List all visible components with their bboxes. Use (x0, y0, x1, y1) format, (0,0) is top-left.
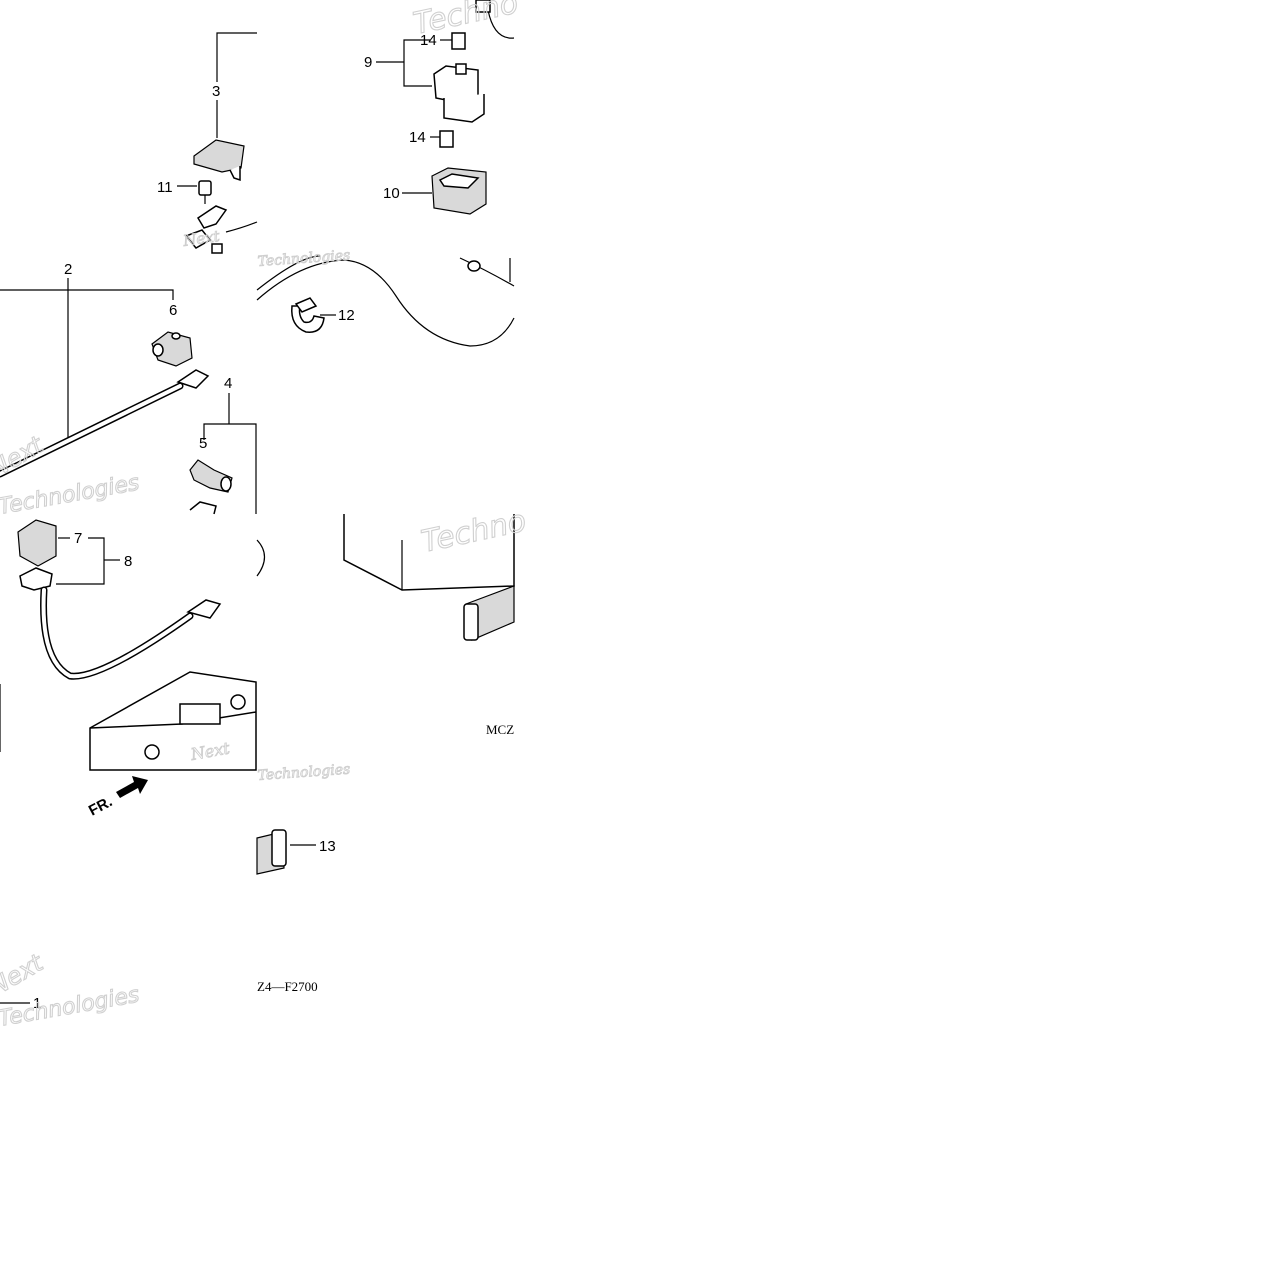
part-terminal-4 (189, 501, 217, 515)
part-battery-post-b (144, 744, 160, 760)
leader-9-bracket (403, 39, 432, 87)
callout-3: 3 (212, 83, 220, 100)
front-arrow-label: FR. (86, 793, 115, 819)
tile-top-right: 9 14 14 10 (364, 0, 515, 215)
wire-top-left (225, 221, 258, 233)
part-terminal (184, 229, 212, 249)
part-battery-post-a (230, 694, 246, 710)
front-arrow-icon (116, 776, 148, 798)
part-fuse-14a (451, 32, 466, 50)
part-wire-end (467, 260, 481, 272)
part-cap-7 (17, 519, 57, 567)
watermark-next-b: Next (0, 948, 49, 1001)
part-band-13-buckle (271, 829, 287, 867)
leader-3 (216, 32, 257, 82)
part-cap-6-hole (152, 343, 164, 357)
part-nut (211, 243, 223, 254)
part-cable-2-lug (176, 369, 210, 389)
wire-main-b (256, 255, 321, 291)
part-relay-9-pin (455, 63, 467, 75)
part-battery-recess (179, 703, 221, 725)
part-band-buckle (463, 603, 479, 641)
leader-8-bracket (56, 537, 105, 585)
tile-top-left: 3 11 (157, 32, 258, 254)
tile-bottom-center: 13 Z4—F2700 (256, 829, 336, 994)
callout-7: 7 (74, 530, 82, 547)
watermark-next-a: Next (0, 430, 49, 483)
cable-2-inner (0, 384, 182, 476)
callout-5: 5 (199, 435, 207, 452)
part-clamp-12 (291, 305, 325, 333)
part-clamp-12-tab (294, 297, 318, 313)
wire-right (459, 257, 515, 287)
part-cap-6-top (171, 332, 181, 340)
leader-4-bracket (203, 423, 257, 514)
callout-13: 13 (319, 838, 336, 855)
part-bolt-11 (198, 180, 212, 196)
part-terminal-8 (19, 567, 53, 591)
callout-9: 9 (364, 54, 372, 71)
tile-lower-left: 7 8 (0, 519, 266, 771)
callout-2: 2 (64, 261, 72, 278)
cable-8-inner (41, 588, 192, 679)
part-cap-6 (151, 331, 193, 367)
wire-curl (256, 539, 266, 577)
part-connector-top (475, 0, 491, 13)
tile-middle-center: 4 5 (189, 375, 257, 515)
watermark-mid-top: Technologies (257, 248, 351, 270)
callout-14a: 14 (420, 32, 437, 49)
callout-12: 12 (338, 307, 355, 324)
callout-1: 1 (33, 995, 41, 1012)
callout-8: 8 (124, 553, 132, 570)
part-clamp (196, 205, 228, 229)
callout-4: 4 (224, 375, 232, 392)
tile-lower-right: MCZ (343, 514, 515, 737)
part-cable-8-lug (186, 599, 222, 619)
wire-main (256, 259, 515, 347)
tile-middle-right: 12 (256, 255, 515, 347)
callout-11: 11 (157, 179, 173, 196)
callout-10: 10 (383, 185, 400, 202)
diagram-code-right: MCZ (486, 722, 514, 737)
diagram-code-bottom: Z4—F2700 (257, 979, 318, 994)
watermark-top-right: Techno (410, 0, 521, 42)
part-cap-3-tab (229, 166, 241, 182)
part-relay-9-body (443, 94, 485, 123)
part-cap-3 (193, 139, 245, 173)
watermark-mid-bottom: Technologies (257, 762, 351, 784)
watermark-mid-left: Technologies (0, 471, 141, 520)
callout-14b: 14 (409, 129, 426, 146)
wire-top (487, 9, 515, 39)
callout-6: 6 (169, 302, 177, 319)
leader-6 (0, 289, 174, 300)
watermark-bottom-left: Technologies (0, 983, 141, 1032)
part-fuse-14b (439, 130, 454, 148)
tile-middle-left: 2 6 (0, 261, 210, 478)
part-cap-5-hole (220, 476, 232, 492)
part-cover-10-opening (438, 173, 480, 189)
